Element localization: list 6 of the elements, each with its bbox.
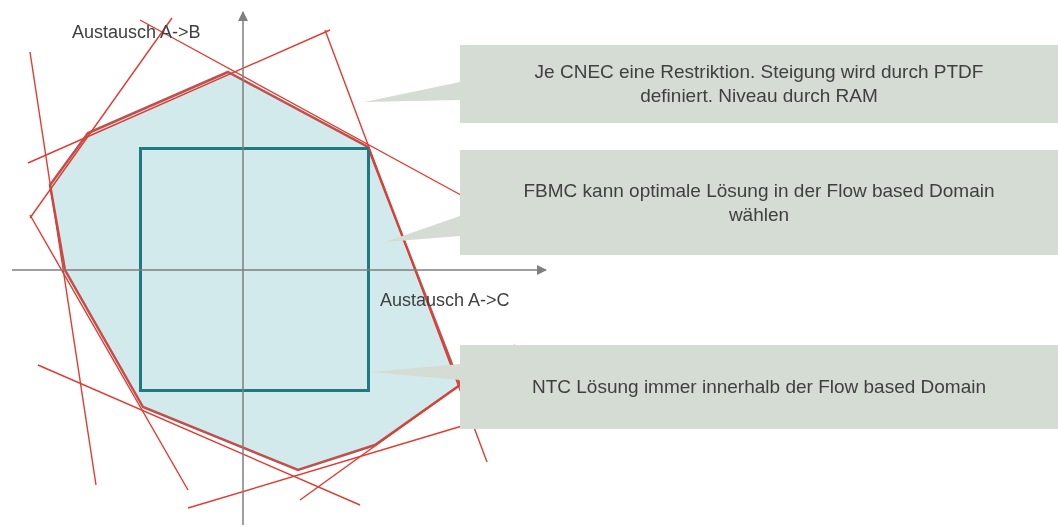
- ntc-square: [139, 147, 370, 392]
- callout-box: NTC Lösung immer innerhalb der Flow based Domain: [460, 345, 1058, 429]
- callout-box: FBMC kann optimale Lösung in der Flow based Domain wählen: [460, 150, 1058, 255]
- callout-box: Je CNEC eine Restriktion. Steigung wird durch PTDF definiert. Niveau durch RAM: [460, 45, 1058, 123]
- callout-pointer: [364, 82, 460, 102]
- callout-pointer: [385, 216, 460, 242]
